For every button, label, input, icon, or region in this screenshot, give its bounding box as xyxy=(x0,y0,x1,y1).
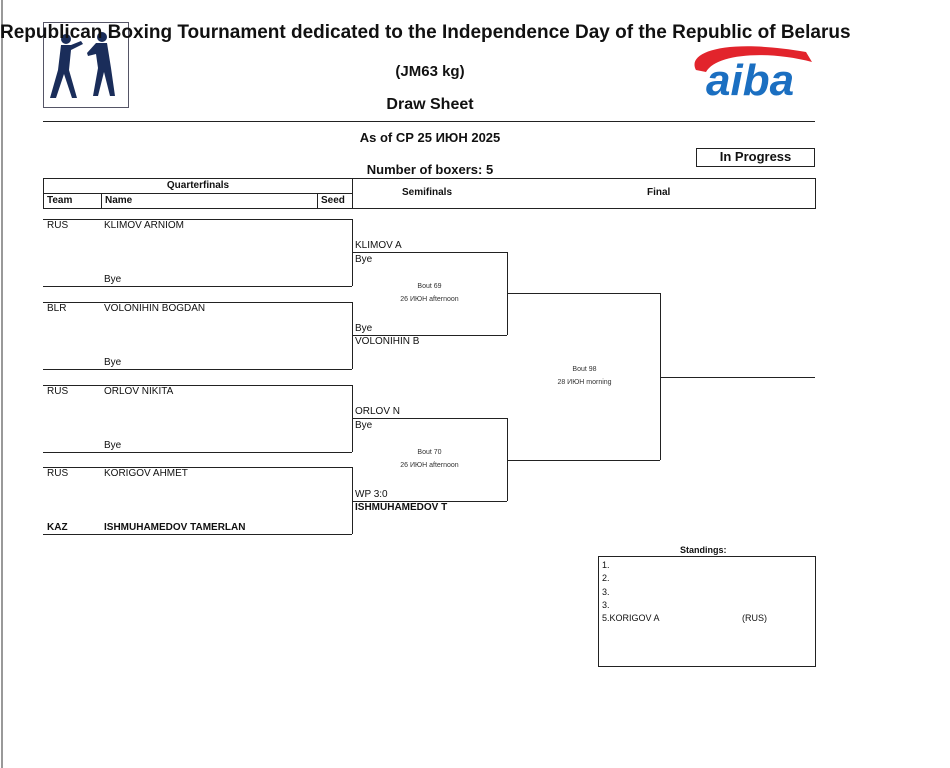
sf2-bottom: ISHMUHAMEDOV T xyxy=(355,502,448,513)
standing-5: 5.KORIGOV A xyxy=(602,613,660,623)
seed-label: Seed xyxy=(321,195,345,206)
final-label: Final xyxy=(647,187,671,198)
as-of-date: As of СР 25 ИЮН 2025 xyxy=(359,130,501,145)
standings-box: 1. 2. 3. 3. 5.KORIGOV A (RUS) xyxy=(598,556,816,667)
sf2-bottom-result: WP 3:0 xyxy=(355,489,388,500)
sf1-bottom-result: Bye xyxy=(355,323,373,334)
sf1-top-result: Bye xyxy=(355,254,373,265)
standing-2: 2. xyxy=(602,573,610,583)
sf1-bottom: VOLONIHIN B xyxy=(355,336,420,347)
tournament-title: Republican Boxing Tournament dedicated t… xyxy=(0,22,851,43)
standing-1: 1. xyxy=(602,560,610,570)
bout-70-time: 26 ИЮН afternoon xyxy=(400,462,459,469)
boxer-count: Number of boxers: 5 xyxy=(366,162,494,177)
qf-opp: Bye xyxy=(104,274,122,285)
team-label: Team xyxy=(47,195,73,206)
column-header: Quarterfinals Team Name Seed Semifinals … xyxy=(43,178,816,209)
status-badge: In Progress xyxy=(696,148,815,167)
standings-title: Standings: xyxy=(680,545,727,555)
qf-team: BLR xyxy=(47,303,67,314)
sf1-top: KLIMOV A xyxy=(355,240,402,251)
sf2-top: ORLOV N xyxy=(355,406,401,417)
standing-3b: 3. xyxy=(602,600,610,610)
quarterfinals-label: Quarterfinals xyxy=(166,180,230,191)
bout-69: Bout 69 xyxy=(417,283,442,290)
name-label: Name xyxy=(105,195,133,206)
aiba-logo: aiba xyxy=(686,32,816,105)
qf-name: ORLOV NIKITA xyxy=(104,386,174,397)
bout-69-time: 26 ИЮН afternoon xyxy=(400,296,459,303)
boxers-logo xyxy=(43,22,129,108)
semifinals-label: Semifinals xyxy=(402,187,453,198)
qf-opp: Bye xyxy=(104,357,122,368)
qf-opp: Bye xyxy=(104,440,122,451)
bout-98-time: 28 ИЮН morning xyxy=(557,379,612,386)
standing-5-team: (RUS) xyxy=(742,613,767,623)
qf-opp: ISHMUHAMEDOV TAMERLAN xyxy=(104,522,246,533)
standing-3a: 3. xyxy=(602,587,610,597)
sheet-title: Draw Sheet xyxy=(386,96,474,113)
qf-opp-team: KAZ xyxy=(47,522,68,533)
bout-98: Bout 98 xyxy=(572,366,597,373)
qf-team: RUS xyxy=(47,220,69,231)
divider xyxy=(43,121,815,122)
sf2-top-result: Bye xyxy=(355,420,373,431)
qf-name: KLIMOV ARNIOM xyxy=(104,220,185,231)
page-edge xyxy=(1,0,3,768)
bout-70: Bout 70 xyxy=(417,449,442,456)
qf-team: RUS xyxy=(47,386,69,397)
qf-team: RUS xyxy=(47,468,69,479)
weight-class: (JM63 kg) xyxy=(395,63,465,80)
qf-name: KORIGOV AHMET xyxy=(104,468,188,479)
qf-name: VOLONIHIN BOGDAN xyxy=(104,303,206,314)
